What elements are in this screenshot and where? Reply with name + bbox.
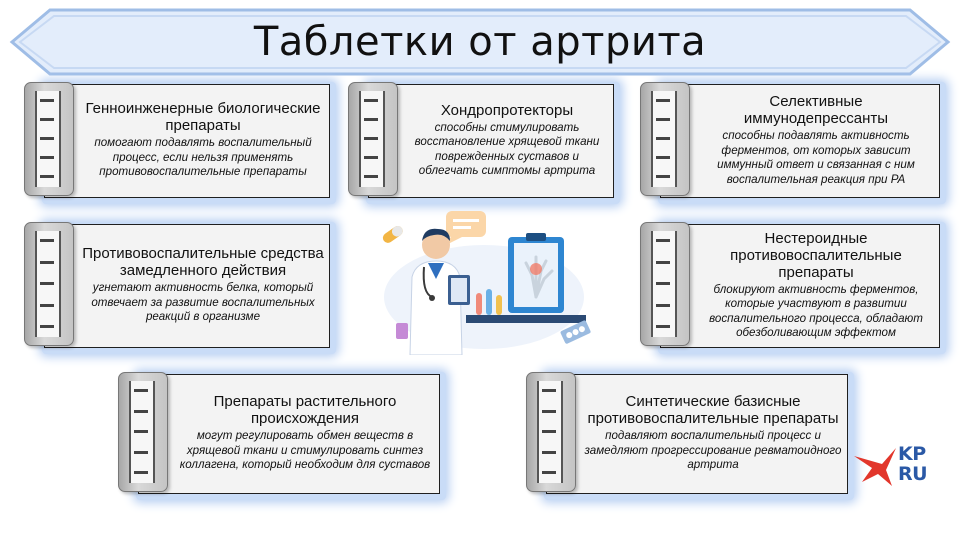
binder-tab-icon <box>526 372 576 492</box>
card-slow-acting-anti-inflammatory: Противовоспалительные средства замедленн… <box>24 222 336 354</box>
binder-ring-mark <box>656 282 670 285</box>
title-banner <box>9 8 951 76</box>
binder-ring-mark <box>364 175 378 178</box>
binder-ring-mark <box>364 137 378 140</box>
doctor-with-clipboard-illustration <box>382 211 591 355</box>
card-nsaids: Нестероидные противовоспалительные препа… <box>640 222 946 354</box>
binder-tab-icon <box>640 222 690 346</box>
card-title: Синтетические базисные противовоспалител… <box>587 393 839 428</box>
page-title: Таблетки от артрита <box>253 19 707 65</box>
binder-ring-mark <box>40 137 54 140</box>
binder-ring-mark <box>656 303 670 307</box>
binder-ring-mark <box>542 409 556 413</box>
binder-ring-mark <box>40 303 54 307</box>
binder-ring-mark <box>542 471 556 474</box>
binder-ring-mark <box>656 99 670 102</box>
card-title: Селективные иммунодепрессанты <box>743 93 889 127</box>
card-description: блокируют активность ферментов, которые … <box>709 282 923 340</box>
card-title: Хондропротекторы <box>440 101 574 119</box>
card-title: Препараты растительного происхождения <box>213 393 397 428</box>
binder-ring-mark <box>40 99 54 102</box>
card-title: Нестероидные противовоспалительные препа… <box>730 229 902 281</box>
binder-ring-mark <box>656 325 670 328</box>
binder-ring-mark <box>134 389 148 392</box>
binder-ring-mark <box>40 175 54 178</box>
binder-ring-mark <box>134 409 148 413</box>
binder-tab-icon <box>24 82 74 196</box>
binder-tab-icon <box>118 372 168 492</box>
binder-ring-mark <box>542 430 556 433</box>
card-description: угнетают активность белка, который отвеч… <box>91 281 315 324</box>
card-description: способны подавлять активность ферментов,… <box>717 129 915 186</box>
binder-ring-mark <box>40 239 54 242</box>
binder-ring-mark <box>364 118 378 121</box>
card-description: помогают подавлять воспалительный процес… <box>94 136 312 179</box>
logo-text-kp: KP <box>898 443 926 465</box>
binder-ring-mark <box>134 430 148 433</box>
card-selective-immunosuppressants: Селективные иммунодепрессанты способны п… <box>640 82 946 204</box>
binder-ring-mark <box>656 156 670 159</box>
card-gene-engineered: Генноинженерные биологические препараты … <box>24 82 336 204</box>
binder-ring-mark <box>40 325 54 328</box>
swallow-bird-icon <box>854 448 896 486</box>
binder-ring-mark <box>40 118 54 121</box>
binder-ring-mark <box>656 239 670 242</box>
binder-ring-mark <box>656 175 670 178</box>
binder-ring-mark <box>656 260 670 264</box>
card-herbal-preparations: Препараты растительного происхождения мо… <box>118 372 446 500</box>
card-description: могут регулировать обмен веществ в хряще… <box>179 429 431 472</box>
binder-tab-icon <box>348 82 398 196</box>
card-title: Генноинженерные биологические препараты <box>85 100 321 135</box>
binder-ring-mark <box>364 156 378 159</box>
card-chondroprotectors: Хондропротекторы способны стимулировать … <box>348 82 620 204</box>
binder-ring-mark <box>40 260 54 264</box>
binder-ring-mark <box>542 450 556 454</box>
card-description: подавляют воспалительный процесс и замед… <box>584 429 842 472</box>
binder-ring-mark <box>134 471 148 474</box>
binder-ring-mark <box>364 99 378 102</box>
logo-text-ru: RU <box>898 463 928 485</box>
binder-ring-mark <box>542 389 556 392</box>
binder-ring-mark <box>656 118 670 121</box>
card-description: способны стимулировать восстановление хр… <box>414 120 600 178</box>
binder-tab-icon <box>24 222 74 346</box>
card-title: Противовоспалительные средства замедленн… <box>82 245 324 280</box>
binder-ring-mark <box>40 156 54 159</box>
binder-ring-mark <box>656 137 670 140</box>
binder-ring-mark <box>134 450 148 454</box>
card-synthetic-basic: Синтетические базисные противовоспалител… <box>526 372 854 500</box>
binder-tab-icon <box>640 82 690 196</box>
kp-ru-logo: KP RU <box>852 440 942 490</box>
binder-ring-mark <box>40 282 54 285</box>
